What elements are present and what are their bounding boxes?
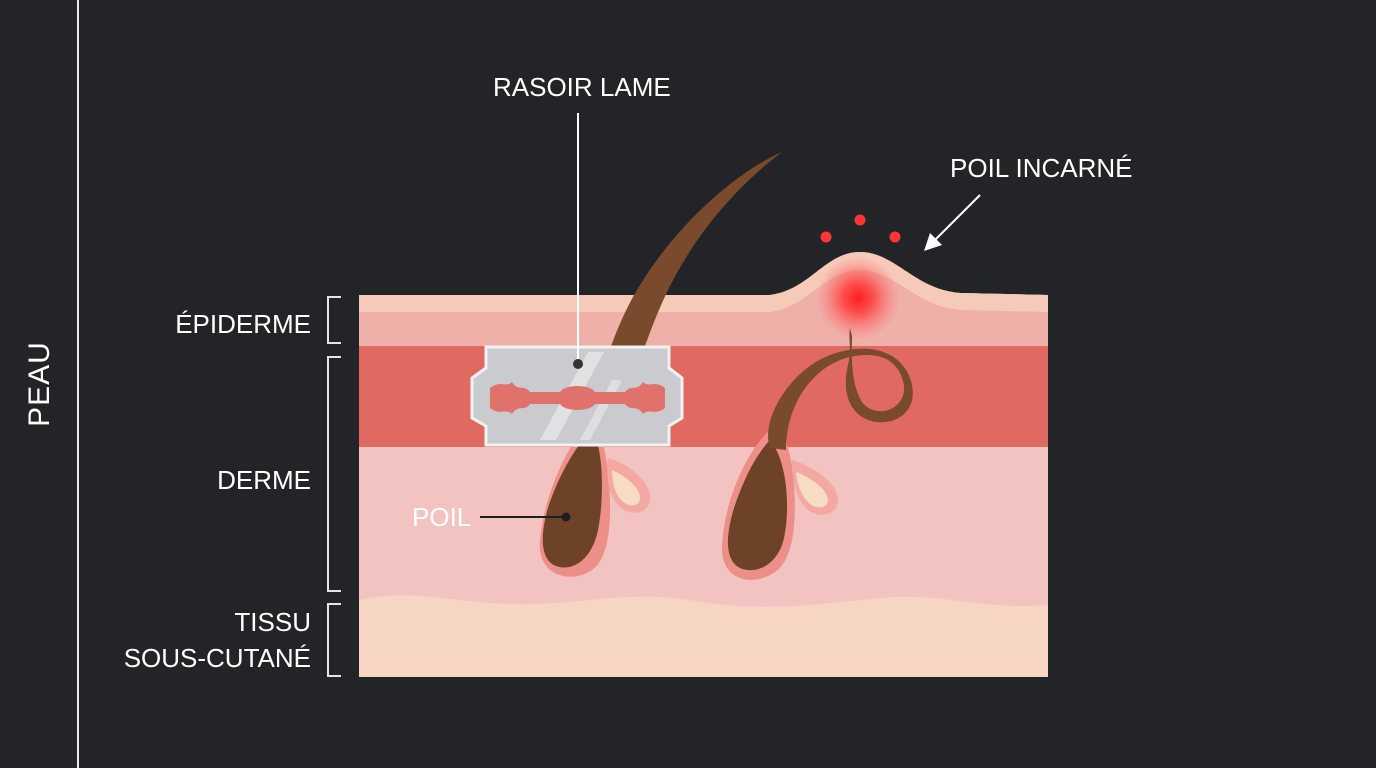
subcutaneous-label-line2: SOUS-CUTANÉ bbox=[123, 643, 311, 673]
ingrown-hair-shaft bbox=[768, 328, 913, 450]
inflammation-dot bbox=[854, 214, 866, 226]
epidermis-layer bbox=[359, 252, 1048, 346]
inflammation-dot bbox=[889, 231, 901, 243]
ingrown-arrow bbox=[924, 194, 981, 251]
side-divider-line bbox=[77, 0, 79, 768]
epidermis-bracket bbox=[327, 296, 341, 344]
epidermis-surface bbox=[359, 252, 1048, 312]
ingrown-hair-label: POIL INCARNÉ bbox=[950, 153, 1133, 183]
hair-pointer-dot bbox=[561, 512, 571, 522]
epidermis-label: ÉPIDERME bbox=[175, 309, 311, 339]
hair-label: POIL bbox=[412, 502, 472, 532]
inflammation-glow bbox=[816, 256, 900, 340]
subcutaneous-label-line1: TISSU bbox=[234, 607, 311, 637]
dermis-bracket bbox=[327, 356, 341, 592]
inflammation-dot bbox=[820, 231, 832, 243]
subcutaneous-bracket bbox=[327, 603, 341, 677]
razor-label: RASOIR LAME bbox=[493, 72, 671, 102]
razor-pointer-dot bbox=[573, 359, 583, 369]
hair-root-left bbox=[542, 428, 602, 568]
razor-blade bbox=[470, 345, 684, 447]
hair-root-right bbox=[727, 440, 788, 571]
dermis-label: DERME bbox=[217, 465, 311, 495]
